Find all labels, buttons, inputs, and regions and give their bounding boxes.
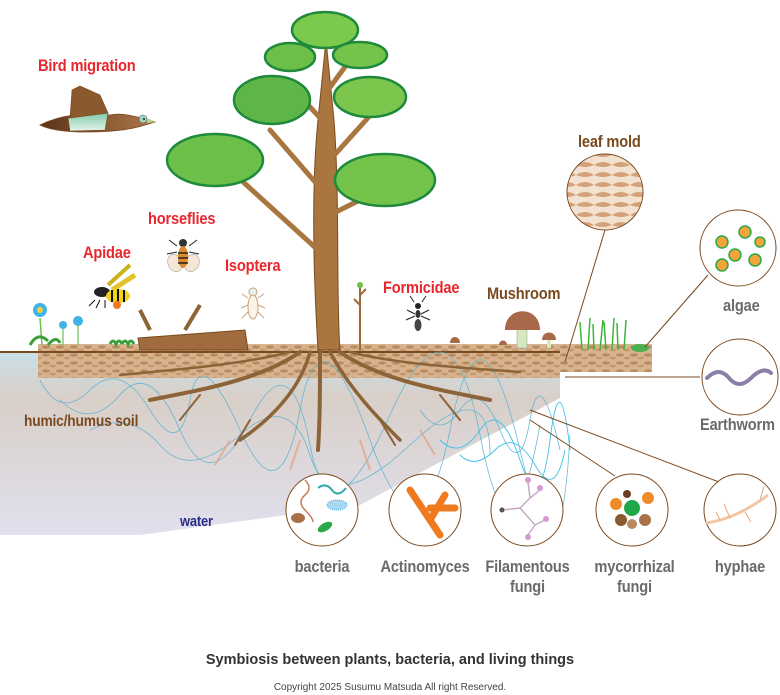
actinomyces-magnifier xyxy=(388,473,462,547)
fungal-hyphae-network xyxy=(39,351,571,532)
mushrooms xyxy=(450,311,556,349)
label-isoptera: Isoptera xyxy=(225,256,281,275)
label-water: water xyxy=(180,513,213,530)
label-humus-soil: humic/humus soil xyxy=(24,413,139,430)
soil-surface xyxy=(38,344,560,378)
earthworm-magnifier xyxy=(701,338,779,416)
label-bacteria: bacteria xyxy=(294,557,350,576)
algae-magnifier xyxy=(699,209,777,287)
copyright-notice: Copyright 2025 Susumu Matsuda All right … xyxy=(273,682,507,693)
grass xyxy=(579,317,627,351)
label-mycorrhizal-fungi: mycorrhizal fungi xyxy=(594,557,675,596)
horsefly xyxy=(166,239,200,272)
fallen-log xyxy=(137,303,249,351)
label-filamentous-fungi: Filamentous fungi xyxy=(485,557,570,596)
label-algae: algae xyxy=(723,296,760,315)
label-hyphae: hyphae xyxy=(714,557,766,576)
label-earthworm: Earthworm xyxy=(700,415,775,434)
label-formicidae: Formicidae xyxy=(383,278,460,297)
tree-roots xyxy=(118,350,522,452)
ant xyxy=(405,295,431,331)
mycorrhizal-fungi-magnifier xyxy=(595,473,669,547)
wasp xyxy=(88,263,137,309)
label-horseflies: horseflies xyxy=(148,209,216,228)
label-bird-migration: Bird migration xyxy=(38,56,136,75)
hyphae-magnifier xyxy=(703,473,777,547)
diagram-title: Symbiosis between plants, bacteria, and … xyxy=(205,652,575,668)
label-apidae: Apidae xyxy=(83,243,131,262)
tree-canopy xyxy=(165,10,437,208)
water-subsoil-area xyxy=(0,352,560,535)
termite xyxy=(240,287,266,320)
leaf-mold-magnifier xyxy=(566,153,644,231)
label-leaf-mold: leaf mold xyxy=(578,132,641,151)
bacteria-magnifier xyxy=(285,473,359,547)
label-mushroom: Mushroom xyxy=(487,284,561,303)
migrating-bird xyxy=(39,85,157,133)
filamentous-fungi-magnifier xyxy=(490,473,564,547)
callout-lines xyxy=(529,229,741,491)
sapling xyxy=(353,282,367,350)
tree xyxy=(165,10,437,351)
wild-flowers xyxy=(28,303,136,348)
label-actinomyces: Actinomyces xyxy=(380,557,470,576)
